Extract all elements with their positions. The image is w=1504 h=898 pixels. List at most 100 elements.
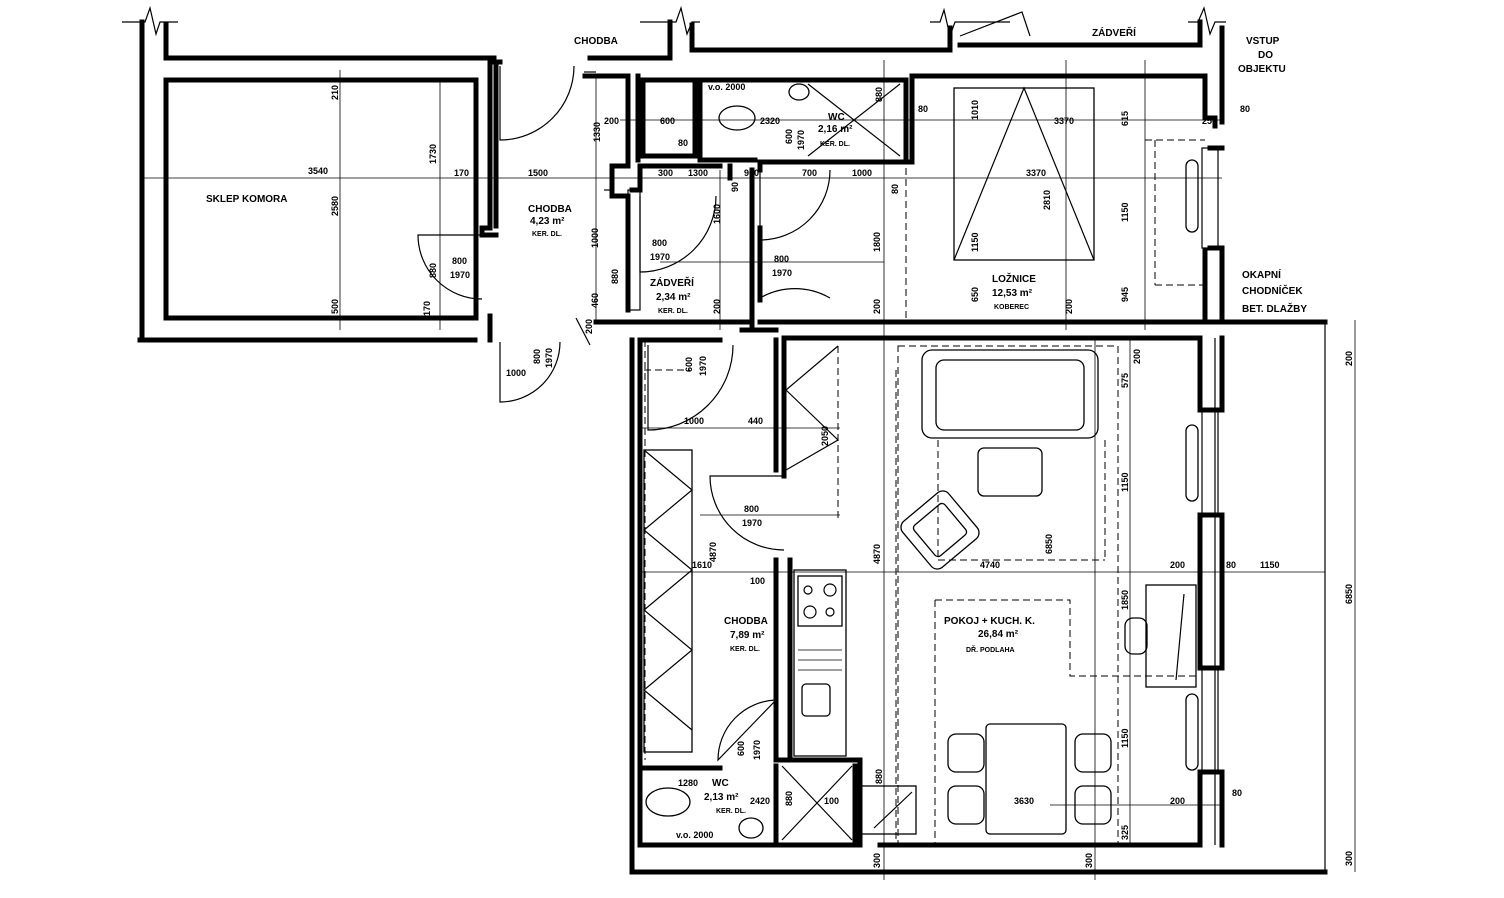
dim: 200 [1170, 560, 1185, 570]
dim: 600 [784, 129, 794, 144]
dim: 700 [802, 168, 817, 178]
dim: 210 [330, 85, 340, 100]
room-zadveri-name: ZÁDVEŘÍ [650, 276, 694, 289]
room-zadveri-area: 2,34 m² [656, 292, 691, 303]
room-loznice-area: 12,53 m² [992, 288, 1033, 299]
walls [122, 5, 1328, 875]
dim: 1300 [688, 168, 708, 178]
dim: 6850 [1044, 534, 1054, 554]
dim: 1280 [678, 778, 698, 788]
dim: 1330 [592, 122, 602, 142]
dim: 2320 [760, 116, 780, 126]
dim: 300 [872, 853, 882, 868]
dim: 80 [918, 104, 928, 114]
dim: 90 [730, 182, 740, 192]
dim: 1000 [684, 416, 704, 426]
room-pokoj-name: POKOJ + KUCH. K. [944, 616, 1035, 627]
dim: 880 [874, 87, 884, 102]
dim: 1970 [450, 270, 470, 280]
room-chodba-top-name: CHODBA [528, 204, 572, 215]
dim: 1150 [1260, 560, 1280, 570]
dim: 3370 [1026, 168, 1046, 178]
room-chodba-main-floor: KER. DL. [730, 646, 760, 653]
dim: 3540 [308, 166, 328, 176]
dim: 460 [590, 293, 600, 308]
dim: 1970 [742, 518, 762, 528]
dim: 800 [774, 254, 789, 264]
dim: 80 [1232, 788, 1242, 798]
dim: 1610 [692, 560, 712, 570]
dim: 1000 [506, 368, 526, 378]
dim: 800 [452, 256, 467, 266]
room-wc-top-floor: KER. DL. [820, 141, 850, 148]
label-okap-2: CHODNÍČEK [1242, 284, 1303, 297]
dim: 1730 [428, 144, 438, 164]
dim: 880 [784, 791, 794, 806]
dim: 1970 [544, 348, 554, 368]
doors [417, 65, 831, 762]
dim: 1970 [752, 740, 762, 760]
label-vstup-2: DO [1258, 50, 1273, 61]
dim: 300 [1084, 853, 1094, 868]
dim: 2580 [330, 196, 340, 216]
dim: 200 [1344, 351, 1354, 366]
dim: 100 [824, 796, 839, 806]
dim: 1970 [772, 268, 792, 278]
room-loznice-floor: KOBEREC [994, 304, 1029, 311]
dim: 1000 [590, 228, 600, 248]
label-vstup-3: OBJEKTU [1238, 64, 1286, 75]
dim: 900 [744, 168, 759, 178]
dim: 300 [1344, 851, 1354, 866]
room-pokoj-area: 26,84 m² [978, 629, 1019, 640]
dim: 4870 [872, 544, 882, 564]
dim: 2050 [820, 426, 830, 446]
dim: 615 [1120, 111, 1130, 126]
dim: 3630 [1014, 796, 1034, 806]
dim: 600 [736, 741, 746, 756]
dim: 170 [422, 301, 432, 316]
room-wc-bottom-floor: KER. DL. [716, 808, 746, 815]
dim: 200 [712, 299, 722, 314]
room-wc-bottom-name: WC [712, 778, 729, 789]
dim: 3370 [1054, 116, 1074, 126]
room-chodba-main-name: CHODBA [724, 616, 768, 627]
room-wc-top-name: WC [828, 112, 845, 123]
room-wc-bottom-area: 2,13 m² [704, 792, 739, 803]
dim: 4740 [980, 560, 1000, 570]
dim: 1970 [650, 252, 670, 262]
room-sklep-name: SKLEP KOMORA [206, 194, 288, 205]
label-okap-1: OKAPNÍ [1242, 268, 1281, 281]
dimensions-horizontal: 3540 170 1500 800 1970 200 600 80 2320 8… [308, 104, 1280, 806]
dim: 1850 [1120, 590, 1130, 610]
guide-lines [142, 60, 1356, 880]
dim: 600 [660, 116, 675, 126]
note-vo-bottom: v.o. 2000 [676, 830, 713, 840]
dim: 100 [750, 576, 765, 586]
dim: 4870 [708, 542, 718, 562]
dim: 440 [748, 416, 763, 426]
dim: 945 [1120, 287, 1130, 302]
label-chodba-top: CHODBA [574, 36, 618, 47]
dim: 200 [1064, 299, 1074, 314]
dim: 800 [532, 349, 542, 364]
dim: 2810 [1042, 190, 1052, 210]
dim: 1150 [1120, 728, 1130, 748]
dim: 1970 [698, 356, 708, 376]
external-labels: CHODBA ZÁDVEŘÍ VSTUP DO OBJEKTU OKAPNÍ C… [574, 26, 1307, 315]
room-wc-top-area: 2,16 m² [818, 124, 853, 135]
dim: 1010 [970, 100, 980, 120]
room-loznice-name: LOŽNICE [992, 272, 1036, 285]
label-okap-3: BET. DLAŽBY [1242, 302, 1307, 315]
label-zadveri-top: ZÁDVEŘÍ [1092, 26, 1136, 39]
dim: 200 [604, 116, 619, 126]
room-labels: SKLEP KOMORA CHODBA 4,23 m² KER. DL. WC … [206, 82, 1036, 840]
dim: 1150 [970, 232, 980, 252]
dim: 80 [890, 184, 900, 194]
dim: 1600 [712, 204, 722, 224]
dim: 880 [874, 769, 884, 784]
dim: 6850 [1344, 584, 1354, 604]
dim: 800 [652, 238, 667, 248]
dim: 1000 [852, 168, 872, 178]
dim: 80 [678, 138, 688, 148]
